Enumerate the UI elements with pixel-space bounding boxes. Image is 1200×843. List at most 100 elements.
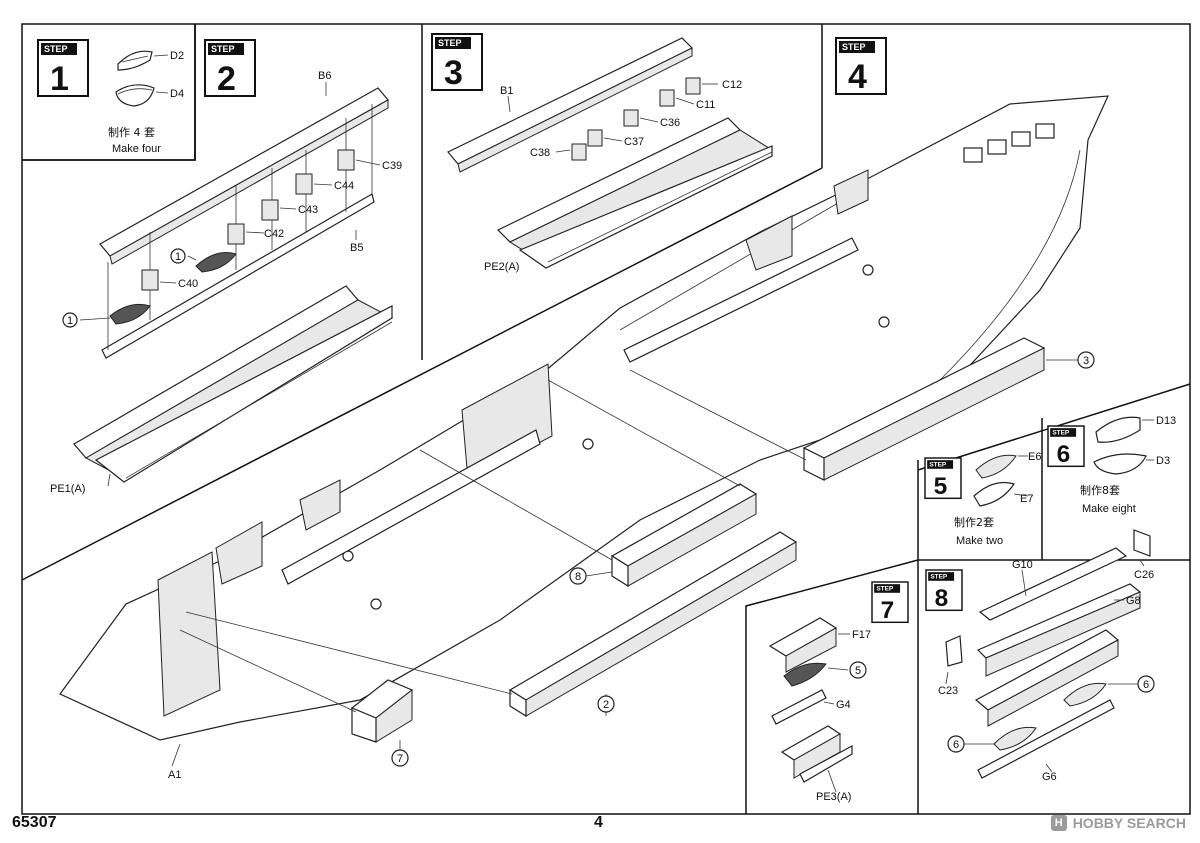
step-2-leaders (79, 82, 381, 487)
step-1-word: STEP (44, 44, 68, 54)
part-c44: C44 (334, 180, 354, 192)
block-8: 8 (569, 483, 758, 588)
part-d4: D4 (170, 88, 184, 100)
svg-text:1: 1 (175, 251, 181, 263)
callout-1a: 1 (170, 248, 186, 264)
step-8-word: STEP (930, 574, 948, 581)
watermark-logo-icon: H (1050, 815, 1067, 831)
part-c39: C39 (382, 160, 402, 172)
callout-1b: 1 (62, 312, 78, 328)
step-4-number: 4 (848, 58, 867, 96)
main-hull-assembly: A1 (59, 95, 1109, 781)
step-6-word: STEP (1052, 430, 1070, 437)
step-4-word: STEP (842, 42, 866, 52)
step-3-badge: STEP 3 (431, 33, 483, 92)
step-5-note-cn: 制作2套 (954, 516, 994, 529)
step-5-number: 5 (934, 473, 948, 500)
step-8-badge: STEP 8 (925, 569, 963, 612)
part-f17: F17 (852, 629, 871, 641)
part-c23: C23 (938, 685, 958, 697)
assembly-guide-lines (179, 369, 807, 713)
bridge-windows (963, 123, 1055, 163)
step-2-assembly: B6 C39 C44 C43 C42 C40 B5 PE1(A) 1 1 (50, 70, 402, 495)
part-d2: D2 (170, 50, 184, 62)
step-6-number: 6 (1057, 441, 1071, 468)
callout-3: 3 (1077, 351, 1095, 369)
part-d13: D13 (1156, 415, 1176, 427)
block-7: 7 (350, 679, 414, 767)
svg-text:8: 8 (575, 571, 581, 583)
svg-text:5: 5 (855, 665, 861, 677)
part-c26: C26 (1134, 569, 1154, 581)
callout-6a: 6 (1137, 675, 1155, 693)
svg-text:6: 6 (953, 739, 959, 751)
page-number: 4 (594, 814, 603, 831)
part-b5: B5 (350, 242, 363, 254)
part-c37: C37 (624, 136, 644, 148)
part-a1: A1 (168, 769, 181, 781)
part-c36: C36 (660, 117, 680, 129)
step-5-word: STEP (929, 462, 947, 469)
step-1-number: 1 (50, 60, 69, 98)
step-7-assembly: F17 G4 5 PE3(A) (768, 617, 871, 803)
step-7-badge: STEP 7 (871, 581, 909, 624)
part-c40: C40 (178, 278, 198, 290)
svg-text:7: 7 (397, 753, 403, 765)
part-g10: G10 (1012, 559, 1033, 571)
step-5-badge: STEP 5 (924, 457, 962, 500)
part-c11: C11 (696, 99, 715, 111)
step-7-word: STEP (876, 586, 894, 593)
watermark: H HOBBY SEARCH (1050, 815, 1186, 831)
step-2-badge: STEP 2 (204, 39, 256, 98)
fittings (342, 264, 890, 610)
step-5-note-en: Make two (956, 535, 1003, 547)
callout-7: 7 (391, 749, 409, 767)
part-e6: E6 (1028, 451, 1041, 463)
step-8-assembly: G10 G8 C26 C23 G6 6 6 (938, 529, 1155, 783)
step-2-word: STEP (211, 44, 235, 54)
step-1-assembly: D2 D4 制作 4 套 Make four (108, 50, 184, 155)
svg-text:6: 6 (1143, 679, 1149, 691)
part-d3: D3 (1156, 455, 1170, 467)
block-3: 3 (802, 337, 1095, 481)
step-7-number: 7 (881, 597, 895, 624)
catalog-number: 65307 (12, 814, 57, 831)
part-g6: G6 (1042, 771, 1057, 783)
part-c38: C38 (530, 147, 550, 159)
lockers (141, 149, 355, 291)
step-6-badge: STEP 6 (1047, 425, 1085, 468)
part-b6: B6 (318, 70, 331, 82)
panel-borders (21, 23, 1191, 815)
part-b1: B1 (500, 85, 513, 97)
callout-2: 2 (597, 695, 615, 713)
step-8-number: 8 (935, 585, 949, 612)
part-g4: G4 (836, 699, 851, 711)
step-4-badge: STEP 4 (835, 37, 887, 96)
callout-5: 5 (849, 661, 867, 679)
part-c43: C43 (298, 204, 318, 216)
step-6-assembly: D13 D3 制作8套 Make eight (1080, 415, 1176, 515)
step-2-number: 2 (217, 60, 236, 98)
part-c12: C12 (722, 79, 742, 91)
part-pe3: PE3(A) (816, 791, 851, 803)
svg-text:2: 2 (603, 699, 609, 711)
step-6-note-en: Make eight (1082, 503, 1136, 515)
step-1-note-en: Make four (112, 143, 161, 155)
step-1-note-cn: 制作 4 套 (108, 126, 155, 139)
step-5-assembly: E6 E7 制作2套 Make two (954, 451, 1041, 547)
svg-text:3: 3 (1083, 355, 1089, 367)
block-2: 2 (508, 531, 798, 718)
watermark-text: HOBBY SEARCH (1072, 815, 1186, 831)
callout-8: 8 (569, 567, 587, 585)
step-6-note-cn: 制作8套 (1080, 484, 1120, 497)
step-3-number: 3 (444, 54, 463, 92)
step-1-badge: STEP 1 (37, 39, 89, 98)
step-3-lockers (571, 77, 701, 161)
part-e7: E7 (1020, 493, 1033, 505)
callout-6b: 6 (947, 735, 965, 753)
svg-text:1: 1 (67, 315, 73, 327)
part-g8: G8 (1126, 595, 1141, 607)
part-pe2: PE2(A) (484, 261, 519, 273)
step-3-assembly: C12 C11 C36 C37 C38 B1 PE2(A) (447, 37, 774, 273)
